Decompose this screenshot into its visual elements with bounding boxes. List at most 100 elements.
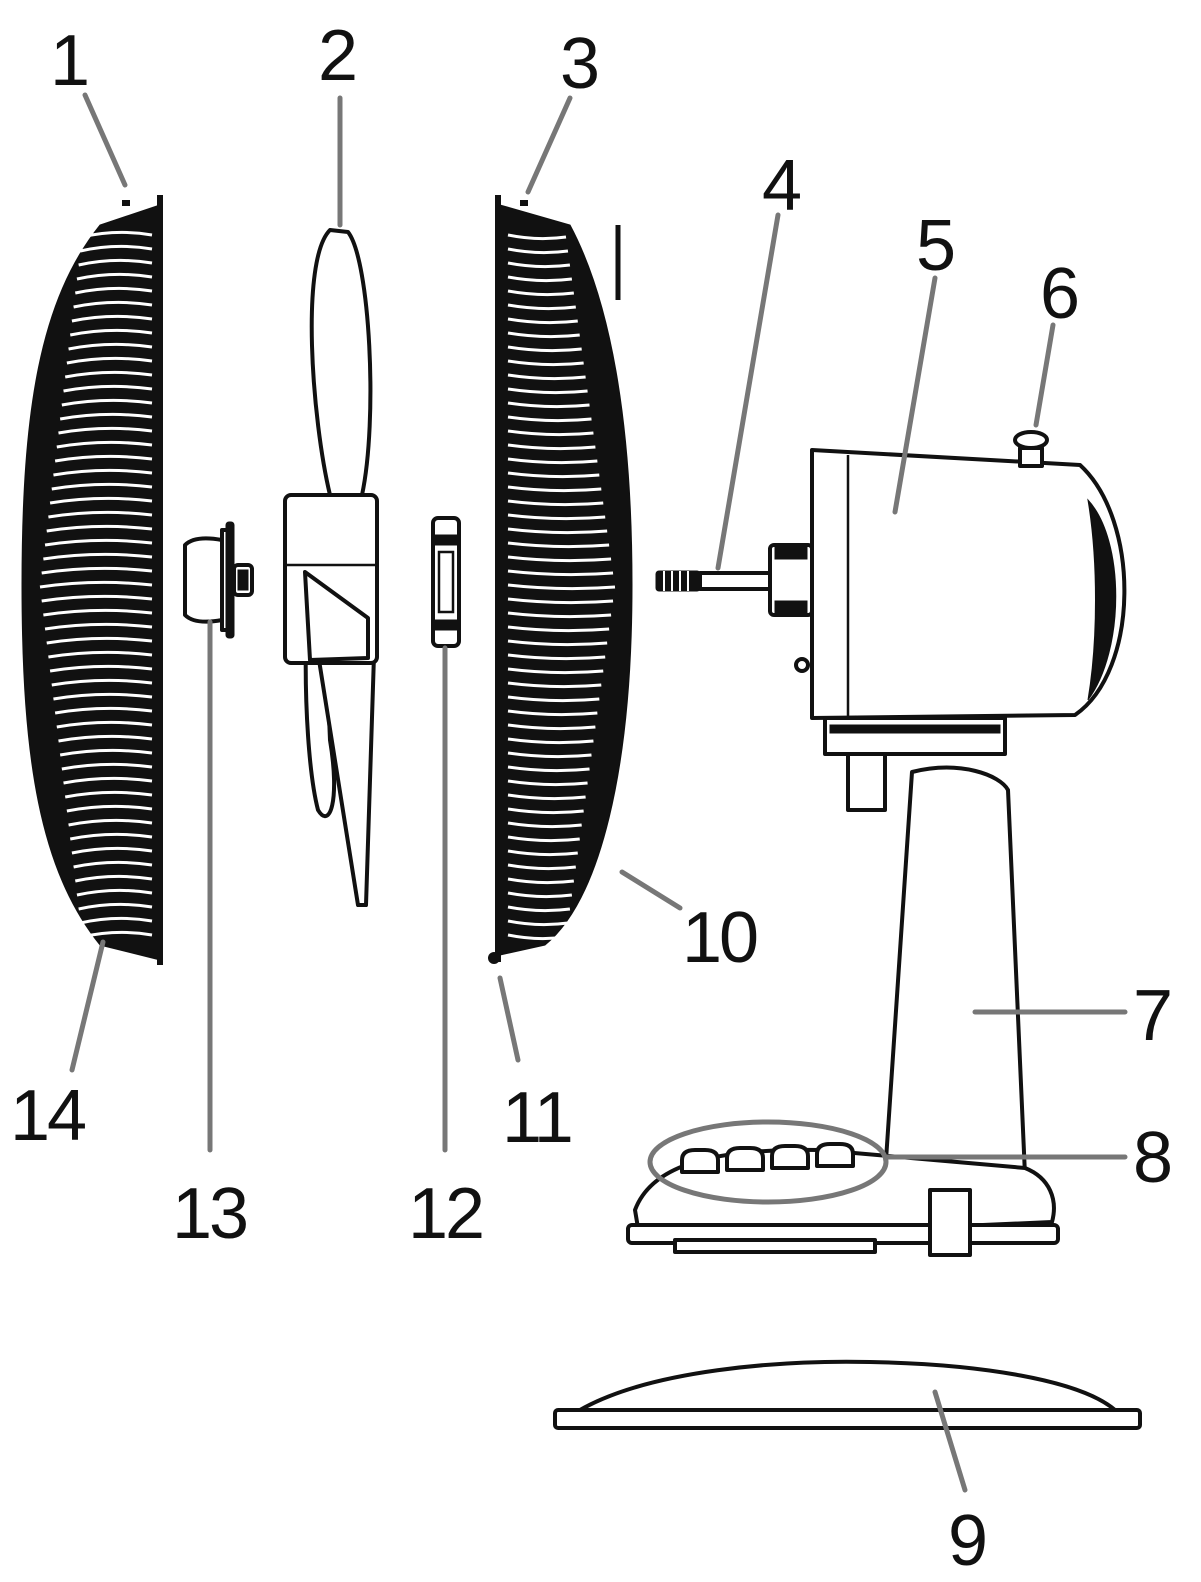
grille-rib — [507, 611, 612, 619]
grille-rib — [79, 244, 153, 253]
grille-rib — [61, 762, 153, 771]
grille-rib — [69, 832, 153, 841]
grille-rib — [66, 356, 153, 365]
grille-rib — [78, 258, 153, 267]
base-plate — [553, 1359, 1142, 1430]
grille-rib — [49, 496, 153, 505]
grille-rib — [507, 695, 600, 703]
callout-2: 2 — [318, 16, 355, 96]
grille-rib — [507, 429, 594, 437]
grille-rib — [507, 443, 596, 451]
grille-rib — [41, 594, 153, 603]
leader-6 — [1033, 322, 1056, 428]
callout-11: 11 — [502, 1078, 571, 1158]
grille-rib — [49, 664, 153, 673]
callout-3: 3 — [560, 24, 597, 104]
grille-rib — [74, 286, 153, 295]
grille-rib — [507, 457, 598, 465]
motor-housing — [794, 430, 1127, 720]
callout-9: 9 — [948, 1501, 985, 1581]
grille-rib — [59, 748, 153, 757]
callout-7: 7 — [1133, 976, 1170, 1056]
leader-lines — [69, 92, 1128, 1493]
leader-9 — [932, 1389, 968, 1493]
front-grille — [21, 195, 163, 965]
grille-rib — [63, 384, 153, 393]
grille-rib — [51, 678, 153, 687]
grille-rib — [507, 835, 580, 843]
callout-labels: 1 2 3 4 5 6 7 8 9 10 11 12 13 14 — [10, 16, 1173, 1581]
grille-rib — [507, 583, 616, 591]
grille-rib — [61, 398, 153, 407]
grille-rib — [43, 608, 153, 617]
grille-rib — [58, 426, 153, 435]
grille-rib — [507, 471, 600, 479]
grille-rib — [507, 751, 592, 759]
grille-rib — [507, 863, 576, 871]
grille-rib — [64, 790, 153, 799]
grille-rib — [46, 636, 153, 645]
grille-rib — [74, 874, 153, 883]
grille-rib — [507, 933, 567, 941]
grille-rib — [507, 639, 608, 647]
grille-rib — [507, 667, 604, 675]
grille-rib — [507, 247, 569, 255]
grille-rib — [507, 541, 610, 549]
fan-blade — [283, 228, 379, 907]
grille-rib — [507, 345, 582, 353]
grille-rib — [507, 233, 567, 241]
grille-rib — [44, 622, 153, 631]
grille-rib — [507, 303, 576, 311]
callout-14: 14 — [10, 1076, 85, 1156]
grille-rib — [53, 692, 153, 701]
callout-1: 1 — [50, 21, 87, 101]
grille-rib — [507, 891, 573, 899]
callout-4: 4 — [762, 146, 800, 226]
leader-11 — [497, 975, 521, 1063]
grille-rib — [78, 902, 153, 911]
grille-rib — [507, 373, 586, 381]
leader-5 — [892, 275, 938, 515]
grille-rib — [507, 597, 614, 605]
grille-rib — [64, 370, 153, 379]
grille-rib — [76, 272, 153, 281]
callout-13: 13 — [172, 1174, 246, 1254]
grille-rib — [507, 737, 594, 745]
grille-rib — [507, 569, 614, 577]
controls-highlight — [647, 1119, 889, 1205]
grille-rib — [56, 440, 153, 449]
grille-rib — [81, 230, 153, 239]
blade-nut — [431, 516, 461, 648]
grille-rib — [507, 849, 578, 857]
grille-rib — [507, 793, 586, 801]
grille-rib — [68, 818, 153, 827]
grille-rib — [507, 415, 592, 423]
grille-rib — [507, 877, 575, 885]
grille-rib — [73, 300, 153, 309]
grille-rib — [51, 482, 153, 491]
grille-rib — [507, 765, 590, 773]
grille-rib — [81, 930, 153, 939]
grille-rib — [507, 387, 588, 395]
grille-rib — [68, 342, 153, 351]
grille-rib — [63, 776, 153, 785]
grille-rib — [507, 499, 604, 507]
grille-rib — [59, 412, 153, 421]
grille-rib — [507, 919, 569, 927]
grille-rib — [44, 538, 153, 547]
grille-rib — [66, 804, 153, 813]
grille-rib — [69, 328, 153, 337]
callout-5: 5 — [916, 206, 954, 286]
leader-10 — [619, 869, 683, 911]
body-column — [883, 765, 1027, 1177]
grille-rib — [71, 314, 153, 323]
callout-6: 6 — [1040, 254, 1077, 334]
grille-rib — [71, 846, 153, 855]
grille-rib — [507, 261, 571, 269]
grille-rib — [48, 650, 153, 659]
grille-rib — [41, 566, 153, 575]
grille-rib — [54, 706, 153, 715]
grille-rib — [43, 552, 153, 561]
callout-8: 8 — [1133, 1118, 1170, 1198]
grille-rib — [54, 454, 153, 463]
